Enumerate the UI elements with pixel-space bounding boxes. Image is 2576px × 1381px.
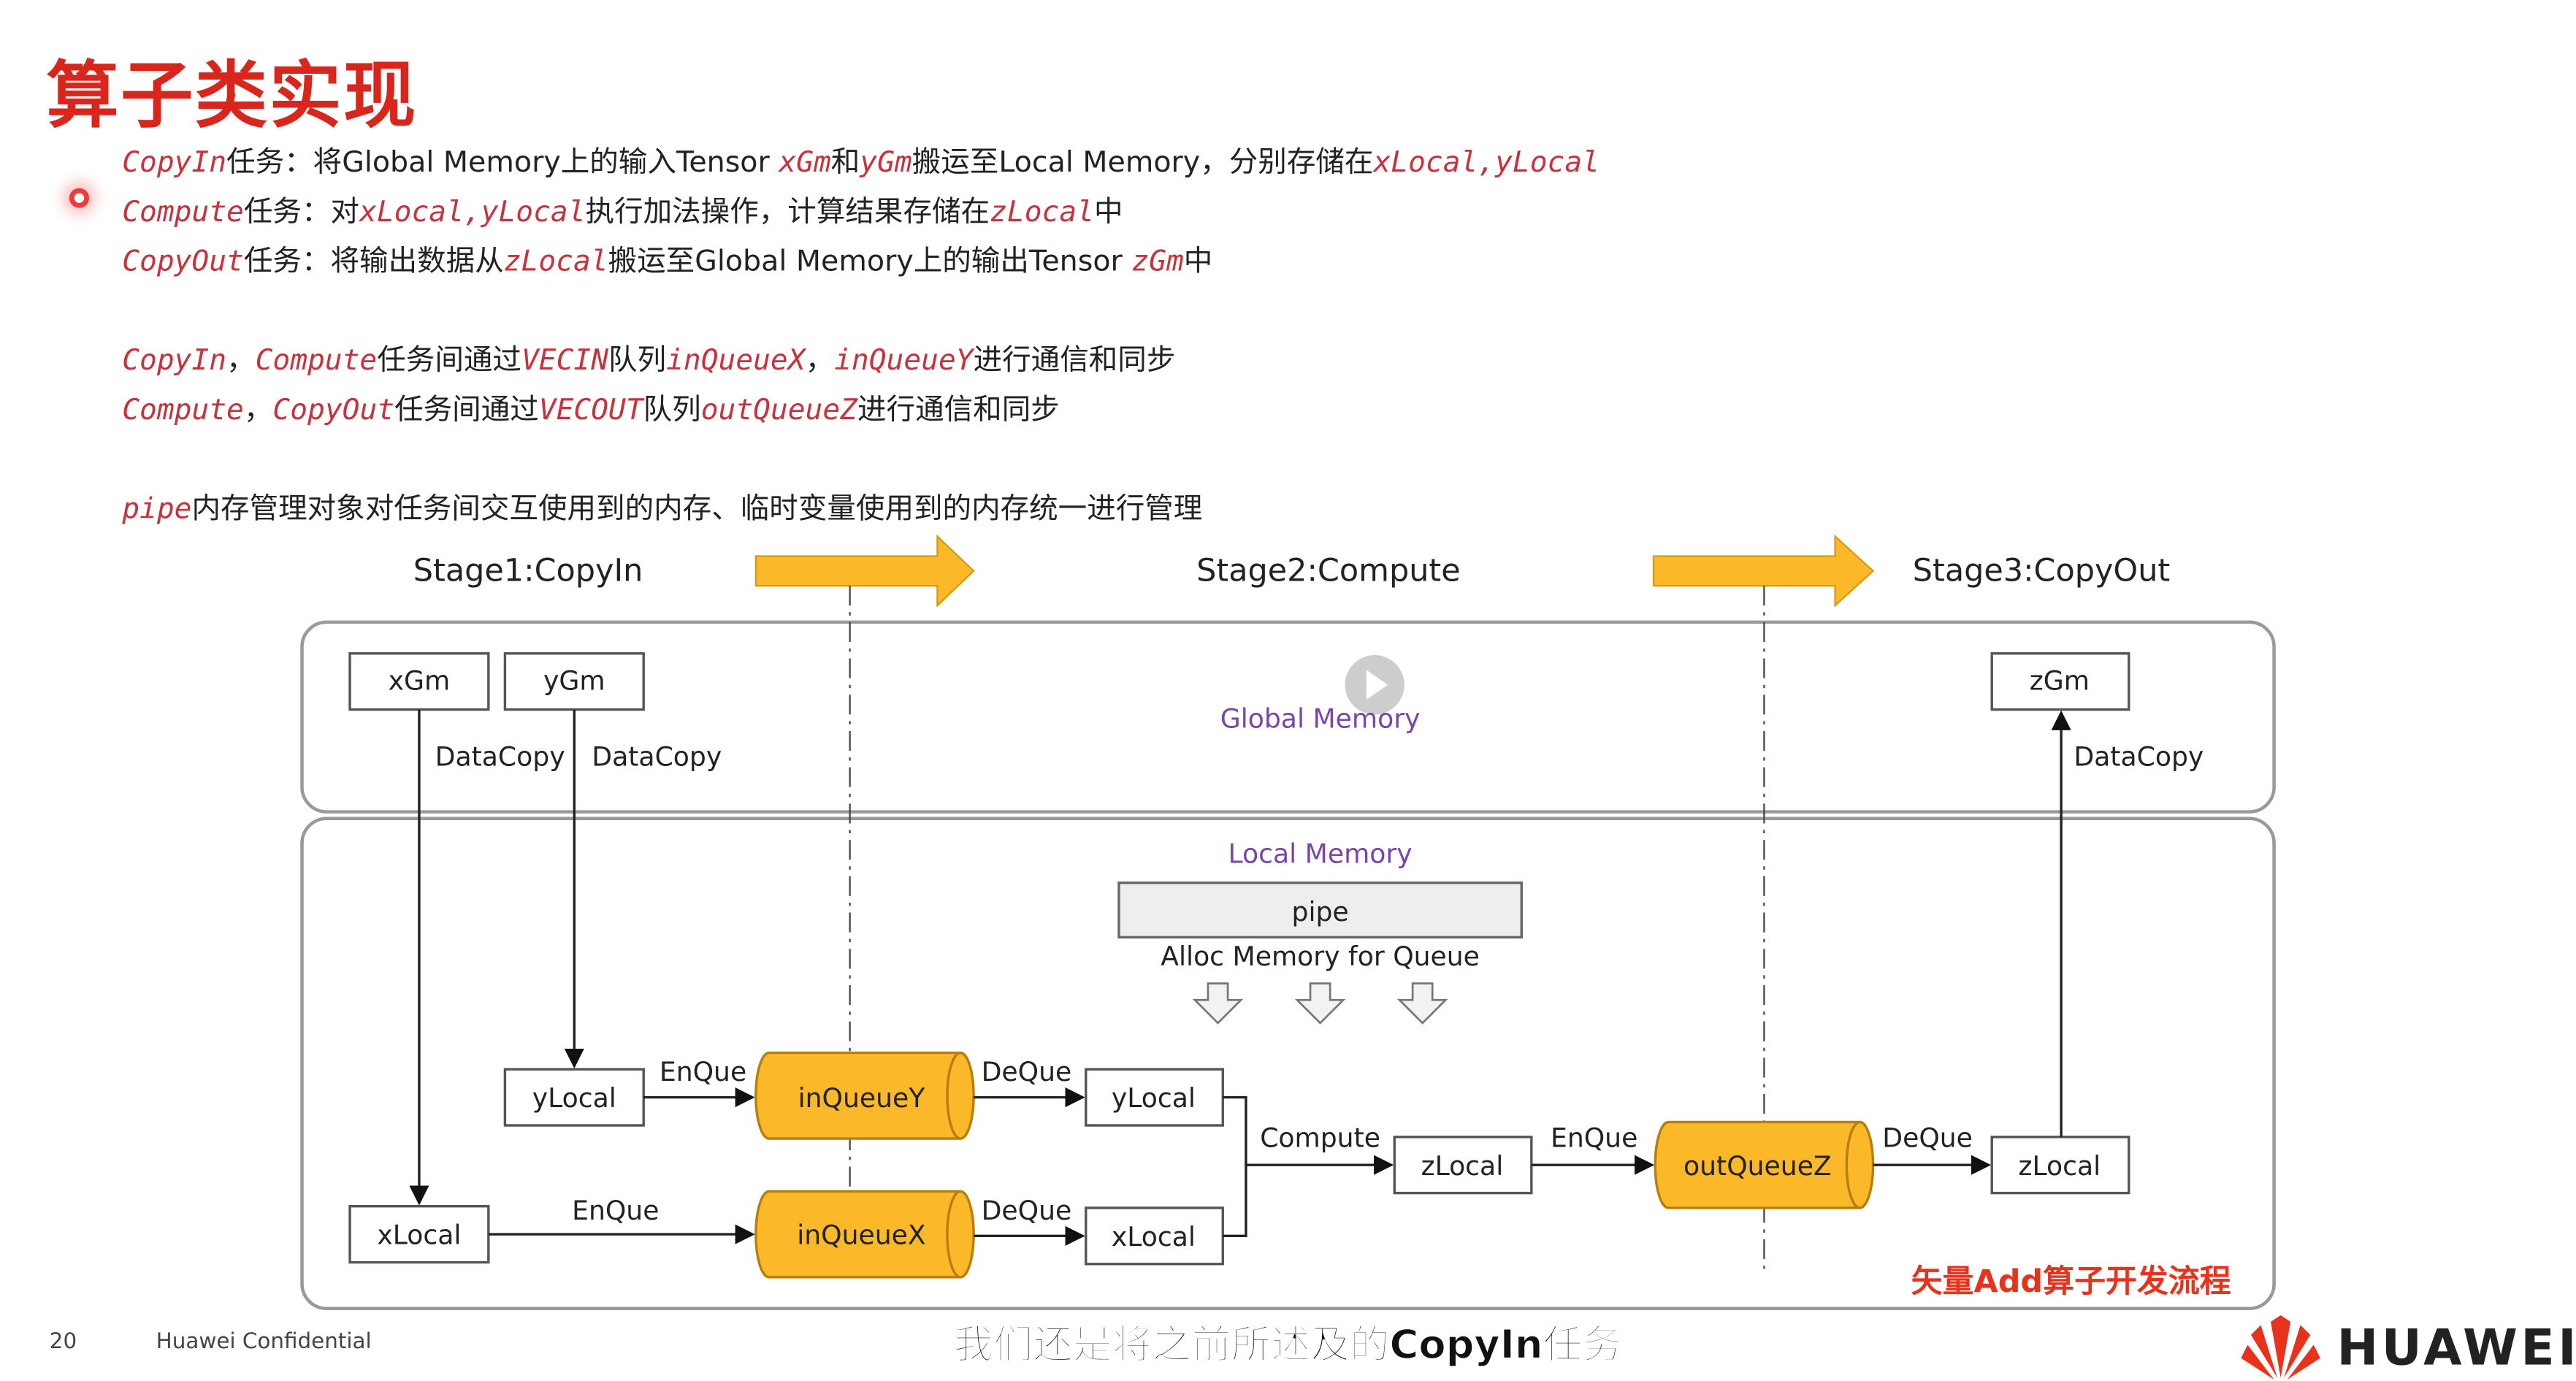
stage-arrow-1 xyxy=(754,534,975,608)
text-segment: 任务：将输出数据从 xyxy=(243,245,504,279)
deque-y-label: DeQue xyxy=(982,1056,1072,1087)
text-segment: ， xyxy=(243,394,273,428)
diagram-caption: 矢量Add算子开发流程 xyxy=(1911,1263,2231,1300)
code-identifier: yGm xyxy=(860,147,912,180)
text-line-compute: Compute任务：对xLocal,yLocal执行加法操作，计算结果存储在zL… xyxy=(122,190,1123,231)
alloc-label: Alloc Memory for Queue xyxy=(1161,941,1480,972)
deque-x-label: DeQue xyxy=(982,1195,1072,1226)
local-memory-label: Local Memory xyxy=(1228,838,1413,870)
ygm-label: yGm xyxy=(543,665,605,696)
stage3-label: Stage3:CopyOut xyxy=(1913,552,2171,589)
code-identifier: CopyIn xyxy=(122,345,227,378)
zlocal-out-label: zLocal xyxy=(2019,1150,2101,1182)
enque-z-label: EnQue xyxy=(1551,1122,1637,1153)
inqueuey-label: inQueueY xyxy=(798,1082,926,1114)
huawei-flower-icon xyxy=(2241,1315,2320,1380)
text-line-vecout: Compute，CopyOut任务间通过VECOUT队列outQueueZ进行通… xyxy=(122,388,1060,429)
huawei-logo-text: HUAWEI xyxy=(2336,1319,2576,1377)
code-identifier: Compute xyxy=(122,196,244,230)
compute-bracket xyxy=(1223,1095,1247,1238)
text-segment: 进行通信和同步 xyxy=(857,394,1060,428)
code-identifier: Compute xyxy=(255,345,378,378)
text-segment: 中 xyxy=(1183,245,1213,279)
global-memory-region xyxy=(300,620,2276,814)
text-segment: 任务间通过 xyxy=(377,345,521,378)
text-segment: 任务间通过 xyxy=(394,394,539,428)
slide: 算子类实现 CopyIn任务：将Global Memory上的输入Tensor … xyxy=(46,54,2576,1380)
ylocal-compute-label: yLocal xyxy=(1112,1082,1196,1114)
code-identifier: outQueueZ xyxy=(700,394,857,428)
code-identifier: inQueueX xyxy=(666,345,806,378)
stage1-label: Stage1:CopyIn xyxy=(413,552,643,589)
text-segment: 任务：对 xyxy=(243,196,360,230)
code-identifier: inQueueY xyxy=(834,345,974,378)
code-identifier: CopyOut xyxy=(272,394,395,428)
pipe-label: pipe xyxy=(1292,896,1349,927)
zlocal-out-box xyxy=(1990,1136,2130,1195)
code-identifier: xLocal,yLocal xyxy=(359,196,586,230)
huawei-logo: HUAWEI xyxy=(2241,1315,2576,1381)
ylocal-box xyxy=(503,1068,645,1127)
video-subtitle: 我们还是将之前所述及的CopyIn任务 xyxy=(953,1321,1623,1369)
code-identifier: CopyOut xyxy=(122,245,244,279)
code-identifier: zLocal xyxy=(990,196,1094,230)
code-identifier: xLocal,yLocal xyxy=(1373,147,1600,180)
xlocal-label: xLocal xyxy=(377,1220,461,1251)
global-memory-label: Global Memory xyxy=(1220,703,1421,734)
code-identifier: VECOUT xyxy=(538,394,643,428)
xlocal-compute-label: xLocal xyxy=(1112,1221,1196,1252)
zlocal-compute-box xyxy=(1393,1136,1533,1195)
text-segment: 搬运至Local Memory，分别存储在 xyxy=(911,147,1374,180)
add-operator-flow-diagram: Stage1:CopyIn Stage2:Compute Stage3:Copy… xyxy=(300,534,2276,1311)
laser-pointer xyxy=(69,188,90,208)
text-segment: 执行加法操作，计算结果存储在 xyxy=(585,196,990,230)
alloc-down-arrow-icon xyxy=(1294,982,1346,1025)
zlocal-compute-label: zLocal xyxy=(1421,1150,1504,1182)
play-icon[interactable] xyxy=(1366,670,1388,700)
text-segment: 内存管理对象对任务间交互使用到的内存、临时变量使用到的内存统一进行管理 xyxy=(191,493,1203,527)
text-segment: ， xyxy=(805,345,835,378)
datacopy-x-label: DataCopy xyxy=(435,741,565,772)
pipe-box xyxy=(1117,881,1523,939)
code-identifier: VECIN xyxy=(521,345,609,378)
code-identifier: zLocal xyxy=(503,245,608,279)
text-segment: 中 xyxy=(1093,196,1123,230)
inqueuex-label: inQueueX xyxy=(797,1220,925,1251)
outqueuez-label: outQueueZ xyxy=(1683,1150,1832,1182)
text-segment: 队列 xyxy=(643,394,701,428)
slide-title: 算子类实现 xyxy=(46,54,418,139)
alloc-down-arrow-icon xyxy=(1192,982,1244,1025)
video-play-button[interactable] xyxy=(1345,655,1404,715)
compute-label: Compute xyxy=(1260,1122,1380,1153)
text-segment: 队列 xyxy=(608,345,667,378)
stage2-label: Stage2:Compute xyxy=(1196,552,1461,589)
datacopy-y-label: DataCopy xyxy=(592,741,722,772)
stage-arrow-2 xyxy=(1652,534,1875,608)
alloc-down-arrow-icon xyxy=(1396,982,1448,1025)
code-identifier: Compute xyxy=(122,394,244,428)
xlocal-box xyxy=(348,1204,490,1264)
code-identifier: zGm xyxy=(1131,245,1184,279)
enque-y-label: EnQue xyxy=(660,1056,746,1087)
deque-z-label: DeQue xyxy=(1882,1122,1973,1153)
datacopy-z-label: DataCopy xyxy=(2074,741,2204,772)
text-segment: ， xyxy=(226,345,256,378)
code-identifier: pipe xyxy=(122,493,192,527)
text-segment: 搬运至Global Memory上的输出Tensor xyxy=(608,245,1132,279)
text-segment: 进行通信和同步 xyxy=(973,345,1176,378)
ylocal-label: yLocal xyxy=(532,1082,616,1114)
text-segment: 任务：将Global Memory上的输入Tensor xyxy=(226,147,779,180)
enque-x-label: EnQue xyxy=(572,1195,659,1226)
code-identifier: xGm xyxy=(779,147,831,180)
text-line-copyin: CopyIn任务：将Global Memory上的输入Tensor xGm和yG… xyxy=(122,140,1600,181)
text-line-copyout: CopyOut任务：将输出数据从zLocal搬运至Global Memory上的… xyxy=(122,240,1212,280)
text-line-pipe: pipe内存管理对象对任务间交互使用到的内存、临时变量使用到的内存统一进行管理 xyxy=(122,487,1202,528)
zgm-box xyxy=(1990,652,2130,711)
text-segment: 和 xyxy=(830,147,860,180)
xgm-label: xGm xyxy=(389,665,451,696)
xlocal-compute-box xyxy=(1085,1206,1224,1266)
zgm-label: zGm xyxy=(2030,665,2090,696)
code-identifier: CopyIn xyxy=(122,147,227,180)
text-line-vecin: CopyIn，Compute任务间通过VECIN队列inQueueX，inQue… xyxy=(122,338,1175,379)
